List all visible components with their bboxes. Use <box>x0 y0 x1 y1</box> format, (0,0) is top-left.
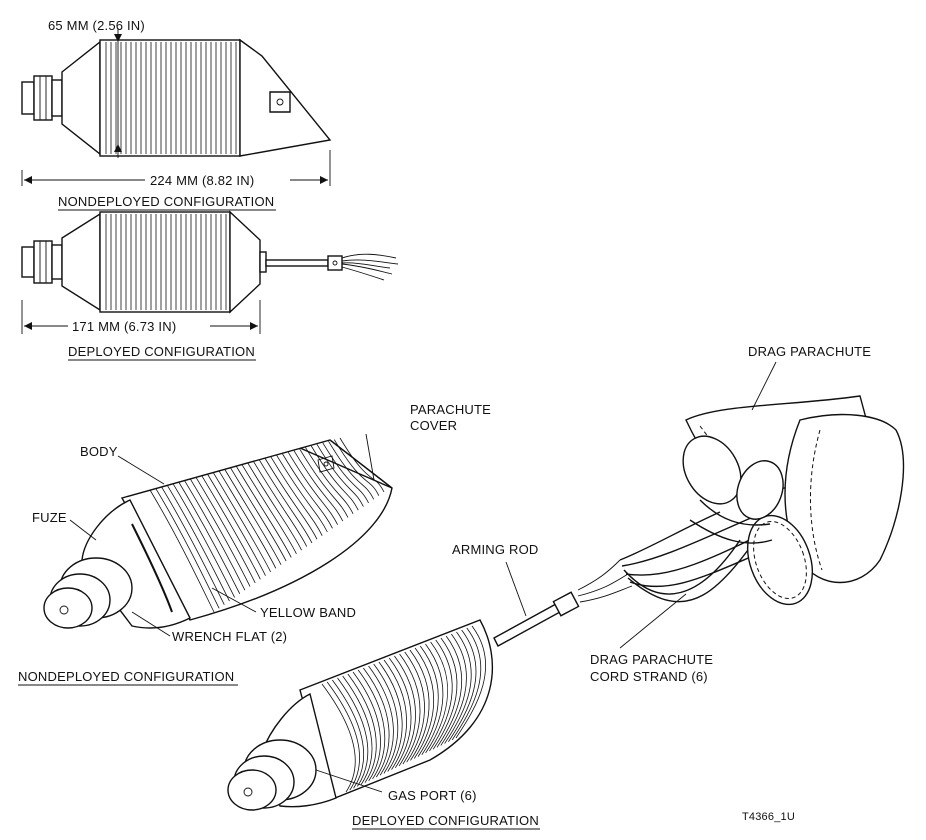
label-parachute-cover-1: PARACHUTE <box>410 402 491 417</box>
rib-line <box>276 455 328 533</box>
iso-nondeployed <box>43 433 393 637</box>
label-fuze: FUZE <box>32 510 67 525</box>
rib-line <box>241 464 297 554</box>
rib-line <box>305 447 354 514</box>
rib-line <box>328 440 375 500</box>
rib-line <box>337 677 369 787</box>
rib-line <box>373 663 399 774</box>
rib-line <box>230 467 287 562</box>
label-cord-strand-2: CORD STRAND (6) <box>590 669 708 684</box>
caption-deployed-iso: DEPLOYED CONFIGURATION <box>352 813 539 828</box>
rib-line <box>357 669 386 780</box>
label-yellow-band: YELLOW BAND <box>260 605 356 620</box>
rib-line <box>299 448 349 518</box>
rib-line <box>421 643 444 755</box>
rib-line <box>287 451 338 525</box>
rib-line <box>347 673 377 783</box>
rib-line <box>394 655 416 767</box>
rib-line <box>224 469 282 565</box>
side-view-deployed <box>21 210 399 334</box>
label-gas-port: GAS PORT (6) <box>388 788 477 803</box>
rib-line <box>332 679 365 789</box>
rib-line <box>264 458 318 540</box>
label-parachute-cover-2: COVER <box>410 418 457 433</box>
rib-line <box>236 466 292 558</box>
rib-line <box>253 461 308 547</box>
rib-line <box>399 653 421 765</box>
figure-id: T4366_1U <box>742 811 795 823</box>
rib-line <box>184 480 246 591</box>
rib-line <box>425 641 448 754</box>
iso-deployed <box>227 361 905 811</box>
rib-line <box>363 667 390 778</box>
label-arming-rod: ARMING ROD <box>452 542 539 557</box>
rib-line <box>417 645 439 757</box>
caption-nondeployed-iso: NONDEPLOYED CONFIGURATION <box>18 669 234 684</box>
body-ribs <box>321 625 487 793</box>
rib-line <box>436 635 462 748</box>
rib-line <box>444 631 472 744</box>
rib-line <box>326 681 360 791</box>
rib-line <box>368 665 394 776</box>
rib-line <box>166 485 230 602</box>
rib-line <box>451 627 482 741</box>
rib-line <box>342 675 373 785</box>
rib-line <box>383 659 407 770</box>
length-label-nondeployed: 224 MM (8.82 IN) <box>150 173 254 188</box>
length-label-deployed: 171 MM (6.73 IN) <box>72 319 176 334</box>
rib-line <box>282 453 333 529</box>
rib-line <box>161 486 225 605</box>
rib-line <box>333 439 380 496</box>
rib-line <box>293 450 344 522</box>
rib-line <box>172 483 235 598</box>
label-drag-parachute: DRAG PARACHUTE <box>748 344 871 359</box>
rib-line <box>339 437 385 493</box>
label-wrench-flat: WRENCH FLAT (2) <box>172 629 287 644</box>
rib-line <box>201 475 261 580</box>
rib-line <box>429 639 453 752</box>
rib-line <box>413 647 435 759</box>
rib-line <box>378 661 403 772</box>
rib-line <box>178 481 241 594</box>
rib-line <box>155 488 220 609</box>
rib-line <box>195 477 256 584</box>
label-cord-strand-1: DRAG PARACHUTE <box>590 652 713 667</box>
diameter-label: 65 MM (2.56 IN) <box>48 18 145 33</box>
rib-line <box>388 657 412 769</box>
rib-line <box>440 633 467 746</box>
caption-nondeployed-side: NONDEPLOYED CONFIGURATION <box>58 194 274 209</box>
side-view-nondeployed <box>21 28 332 186</box>
rib-line <box>352 671 381 782</box>
rib-line <box>218 470 277 569</box>
rib-line <box>247 463 302 551</box>
rib-line <box>455 625 487 739</box>
rib-line <box>270 456 323 536</box>
rib-line <box>189 478 251 587</box>
rib-line <box>404 651 425 763</box>
rib-line <box>207 474 266 576</box>
rib-line <box>259 459 313 544</box>
rib-line <box>448 629 477 742</box>
caption-deployed-side: DEPLOYED CONFIGURATION <box>68 344 255 359</box>
rib-line <box>149 489 215 613</box>
rib-line <box>212 472 272 573</box>
rib-line <box>432 637 458 750</box>
rib-line <box>409 649 430 761</box>
body-ribs <box>105 214 227 310</box>
body-ribs <box>105 42 237 154</box>
label-body: BODY <box>80 444 118 459</box>
